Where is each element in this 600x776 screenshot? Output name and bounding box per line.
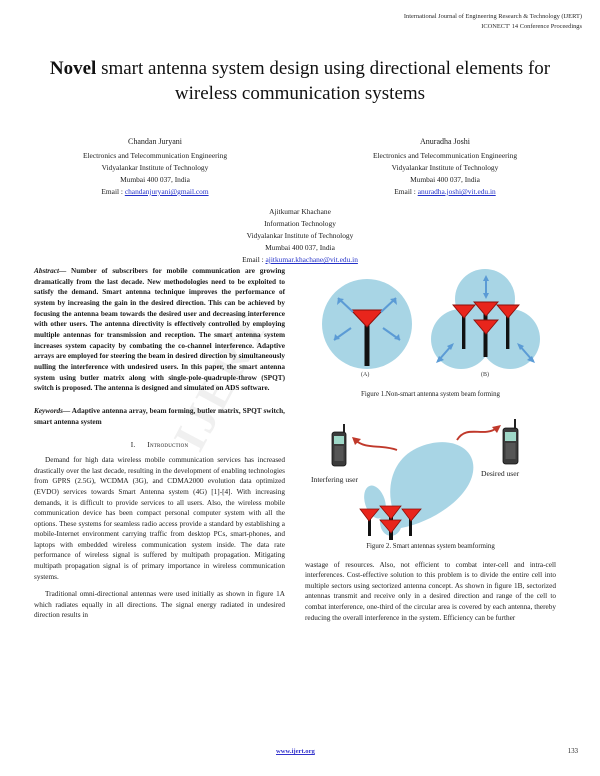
figure-1-caption: Figure 1.Non-smart antenna system beam f… [361, 391, 500, 398]
beam-arrow-group [354, 426, 498, 451]
abstract-text: Number of subscribers for mobile communi… [34, 267, 285, 393]
email-label: Email : [242, 254, 266, 264]
page-number: 133 [567, 748, 578, 755]
figure-1-svg [322, 269, 540, 369]
abstract-label: Abstract— [34, 267, 67, 275]
author-dept: Electronics and Telecommunication Engine… [372, 150, 518, 160]
section-heading-introduction: I. Introduction [34, 440, 285, 449]
title-rest: smart antenna system design using direct… [96, 58, 551, 105]
journal-name: International Journal of Engineering Res… [403, 13, 582, 20]
author-institute: Vidyalankar Institute of Technology [246, 230, 354, 240]
email-label: Email : [101, 186, 125, 196]
journal-website-link[interactable]: www.ijert.org [276, 748, 315, 755]
running-header: International Journal of Engineering Res… [282, 12, 582, 32]
author-block-3: Ajitkumar Khachane Information Technolog… [175, 206, 425, 266]
author-city: Mumbai 400 037, India [265, 242, 335, 252]
arrow-head-left [352, 436, 361, 445]
interfering-user-phone-icon [331, 423, 347, 467]
author-institute: Vidyalankar Institute of Technology [391, 162, 499, 172]
author-city: Mumbai 400 037, India [120, 174, 190, 184]
figure-1-sublabel-b: (B) [481, 372, 489, 378]
body-paragraph-3: wastage of resources. Also, not efficien… [305, 560, 556, 622]
author-dept: Information Technology [264, 218, 336, 228]
antenna-mast-b4 [483, 324, 488, 357]
author-name: Chandan Juryani [128, 137, 182, 146]
author-email-link[interactable]: chandanjuryani@gmail.com [124, 186, 209, 196]
figure-2-image: Interfering user Desired user [305, 410, 556, 540]
keywords-label: Keywords— [34, 406, 71, 415]
keywords-paragraph: Keywords— Adaptive antenna array, beam f… [34, 406, 285, 427]
antenna-element-a [349, 309, 385, 328]
author-city: Mumbai 400 037, India [410, 174, 480, 184]
email-label: Email : [394, 186, 418, 196]
figure-2-block: Interfering user Desired user Figure 2. … [305, 410, 556, 550]
body-paragraph-2: Traditional omni-directional antennas we… [34, 590, 285, 620]
antenna-element-b3 [496, 304, 520, 319]
author-block-1: Chandan Juryani Electronics and Telecomm… [30, 136, 280, 198]
fig2-mast-1 [368, 513, 371, 536]
page-footer: www.ijert.org 133 [0, 748, 600, 764]
column-left: Abstract— Number of subscribers for mobi… [34, 266, 285, 628]
figure-1-block: (A) (B) Figure 1.Non-smart antenna syste… [305, 266, 556, 400]
author-email-line: Email : anuradha.joshi@vit.edu.in [320, 186, 570, 198]
antenna-element-b2 [473, 301, 499, 317]
author-name: Ajitkumar Khachane [269, 207, 331, 216]
conference-proceedings: ICONECT' 14 Conference Proceedings [481, 22, 582, 30]
fig2-antenna-element-4 [379, 519, 402, 534]
antenna-mast-b3 [506, 311, 510, 349]
antenna-element-b1 [452, 304, 476, 319]
figure-2-label-interfering: Interfering user [311, 475, 358, 484]
title-lead-word: Novel [49, 58, 97, 79]
arrow-head-right [492, 424, 501, 433]
figure-1-sublabel-a: (A) [361, 372, 370, 378]
figure-2-svg: Interfering user Desired user [311, 418, 520, 540]
sector-arrow-group [436, 275, 535, 363]
desired-user-phone-icon [502, 418, 519, 465]
body-paragraph-1: Demand for high data wireless mobile com… [34, 456, 285, 581]
figure-1-image: (A) (B) [305, 266, 556, 386]
keywords-text: Adaptive antenna array, beam forming, bu… [34, 406, 285, 426]
author-dept: Electronics and Telecommunication Engine… [82, 150, 228, 160]
column-right: (A) (B) Figure 1.Non-smart antenna syste… [305, 266, 556, 630]
author-institute: Vidyalankar Institute of Technology [101, 162, 209, 172]
antenna-mast-a [364, 318, 370, 366]
figure-2-label-desired: Desired user [481, 469, 520, 478]
section-name: Introduction [147, 440, 189, 450]
coverage-sector-left [431, 309, 491, 369]
author-email-line: Email : ajitkumar.khachane@vit.edu.in [175, 254, 425, 266]
fig2-antenna-element-3 [401, 508, 422, 522]
author-email-link[interactable]: anuradha.joshi@vit.edu.in [417, 186, 496, 196]
author-email-line: Email : chandanjuryani@gmail.com [30, 186, 280, 198]
page-title: Novel smart antenna system design using … [44, 56, 556, 106]
section-number: I. [130, 440, 136, 450]
fig2-antenna-element-1 [359, 508, 380, 522]
authors-row: Chandan Juryani Electronics and Telecomm… [30, 136, 570, 198]
author-block-2: Anuradha Joshi Electronics and Telecommu… [320, 136, 570, 198]
antenna-mast-b1 [462, 311, 466, 349]
antenna-element-b4 [473, 319, 499, 335]
fig2-mast-3 [409, 513, 412, 536]
omni-arrow-group [333, 297, 401, 341]
fig2-antenna-element-2 [379, 505, 402, 520]
abstract-paragraph: Abstract— Number of subscribers for mobi… [34, 266, 285, 394]
author-email-link[interactable]: ajitkumar.khachane@vit.edu.in [265, 254, 358, 264]
figure-2-caption: Figure 2. Smart antennas system beamform… [366, 542, 495, 550]
author-name: Anuradha Joshi [420, 137, 470, 146]
